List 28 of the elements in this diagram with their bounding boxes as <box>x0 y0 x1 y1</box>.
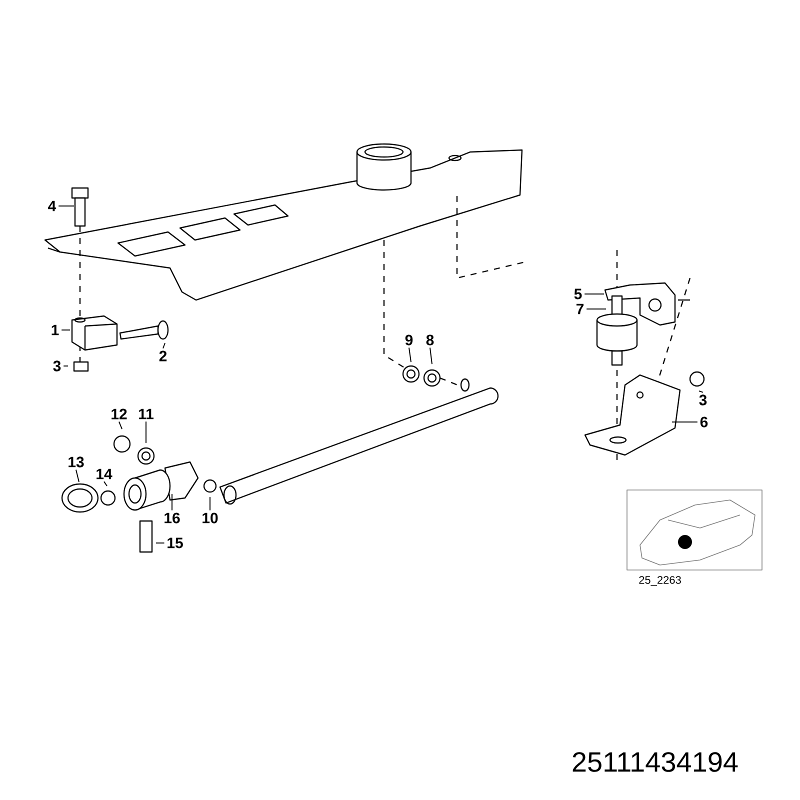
callout-number: 6 <box>700 416 708 428</box>
callout-number: 12 <box>112 408 127 420</box>
callout-number: 10 <box>202 512 218 524</box>
callout-number: 5 <box>574 288 582 300</box>
leader-line <box>586 308 606 310</box>
callout-number: 13 <box>68 456 84 468</box>
callout-number: 9 <box>405 334 413 346</box>
part-number: 25111434194 <box>572 752 738 772</box>
callout-number: 8 <box>426 334 434 346</box>
leader-line <box>76 469 80 482</box>
callout-number: 3 <box>699 394 707 406</box>
leader-line <box>430 347 432 364</box>
leader-line <box>698 390 704 393</box>
callout-number: 3 <box>53 360 61 372</box>
callout-number: 14 <box>96 468 112 480</box>
leader-line <box>408 347 412 363</box>
callout-number: 4 <box>48 200 56 212</box>
callout-number: 11 <box>139 408 154 420</box>
callout-number: 16 <box>164 512 180 524</box>
callout-number: 2 <box>159 350 167 362</box>
callout-number: 7 <box>576 304 584 314</box>
leader-line <box>162 342 166 349</box>
callout-number: 1 <box>52 324 59 336</box>
leader-line <box>118 421 122 430</box>
leader-line <box>156 542 165 544</box>
leader-line <box>104 481 108 486</box>
callout-number: 15 <box>168 538 183 548</box>
figure-code: 25_2263 <box>639 576 681 586</box>
